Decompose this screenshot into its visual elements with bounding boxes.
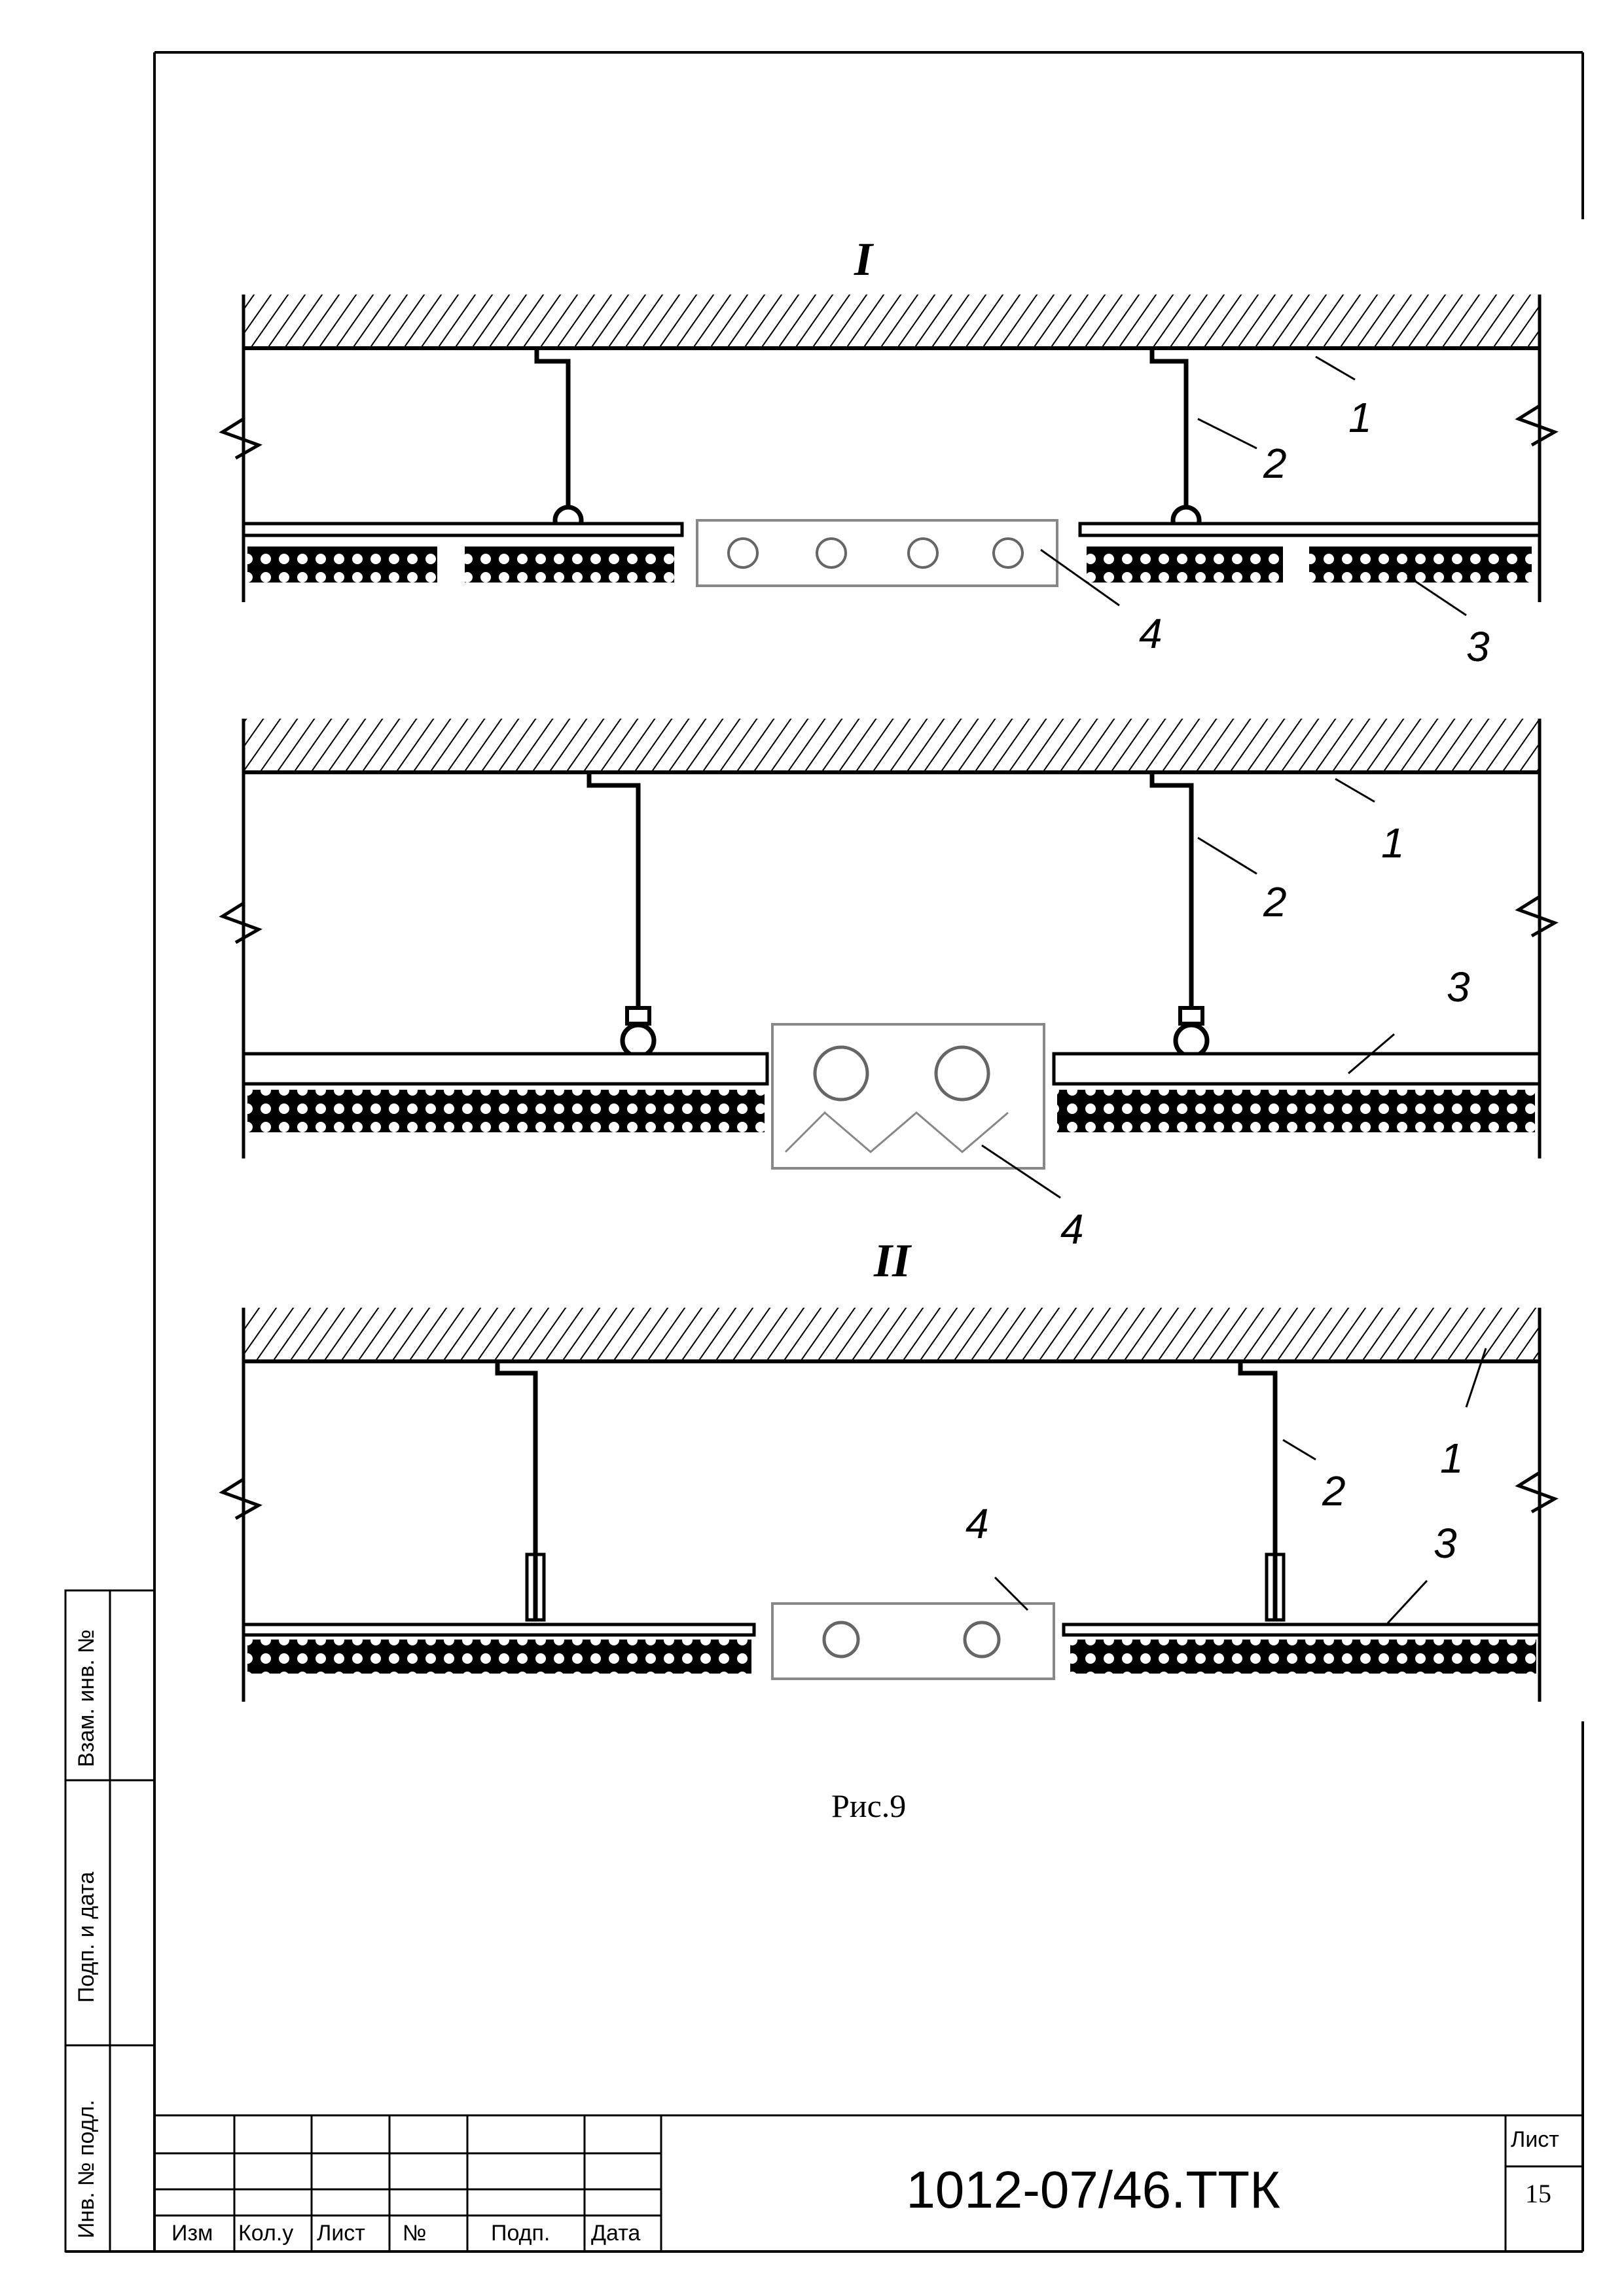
column-izm: Изм (171, 2221, 213, 2246)
callout-2: 2 (1322, 1467, 1346, 1515)
sheet-frame (65, 51, 1584, 2253)
section-label-I: I (854, 233, 875, 285)
panel-3 (219, 1308, 1559, 1702)
break-mark (1515, 895, 1559, 938)
break-mark (1515, 404, 1559, 447)
hanger-rod (534, 348, 571, 507)
callout-3: 3 (1466, 623, 1490, 670)
hanger-rod (1149, 772, 1194, 1008)
carrier-profile (1078, 522, 1542, 537)
panel-1 (219, 295, 1559, 617)
hanger-rod (1149, 348, 1189, 507)
column-signature: Подп. (491, 2221, 550, 2246)
carrier-profile (1062, 1623, 1542, 1637)
break-mark (219, 901, 262, 944)
sheet-label: Лист (1511, 2127, 1559, 2152)
ceiling-slab-3 (244, 1308, 1540, 1360)
callout-4: 4 (1139, 610, 1163, 657)
callout-3: 3 (1434, 1520, 1457, 1567)
callout-3: 3 (1447, 963, 1470, 1011)
side-label-signature-date: Подп. и дата (74, 1871, 99, 2003)
column-kol-uch: Кол.у (238, 2221, 294, 2246)
callout-2: 2 (1263, 440, 1287, 487)
document-code: 1012-07/46.ТТК (906, 2161, 1280, 2219)
column-list: Лист (317, 2221, 365, 2246)
side-label-replacement-inv: Взам. инв. № (74, 1629, 99, 1767)
carrier-profile (242, 522, 684, 537)
hanger-rod (586, 772, 641, 1008)
break-mark (1515, 1471, 1559, 1514)
ceiling-tile (465, 547, 674, 583)
hanger-rod (495, 1361, 538, 1620)
ceiling-tile-row (1070, 1640, 1536, 1674)
column-doc-number: № (403, 2221, 427, 2246)
hanger-rod (1238, 1361, 1278, 1620)
callout-2: 2 (1263, 878, 1287, 925)
luminaire-3 (771, 1602, 1055, 1680)
callout-4: 4 (1060, 1206, 1084, 1253)
carrier-profile (1052, 1052, 1542, 1086)
side-label-original-inv: Инв. № подл. (74, 2100, 99, 2238)
callout-1: 1 (1348, 394, 1372, 441)
break-mark (219, 417, 262, 460)
break-mark (219, 1477, 262, 1520)
carrier-profile (242, 1052, 769, 1086)
column-date: Дата (591, 2221, 641, 2246)
callout-1: 1 (1381, 819, 1405, 867)
sheet-number: 15 (1525, 2179, 1551, 2208)
figure-caption: Рис.9 (831, 1787, 907, 1824)
callout-4: 4 (965, 1500, 989, 1547)
luminaire-1 (696, 519, 1058, 587)
title-block-grid (154, 2114, 1583, 2251)
panel-2 (219, 719, 1559, 1199)
callout-1: 1 (1440, 1435, 1464, 1482)
ceiling-tile-row (247, 1090, 765, 1132)
ceiling-slab-2 (244, 719, 1540, 771)
side-stamp-frame (64, 1589, 156, 2253)
ceiling-tile-row (247, 1640, 751, 1674)
luminaire-2 (771, 1023, 1045, 1170)
ceiling-tile-row (1057, 1090, 1535, 1132)
ceiling-slab-1 (244, 295, 1540, 347)
carrier-profile (242, 1623, 756, 1637)
ceiling-tile (247, 547, 437, 583)
section-label-II: II (873, 1234, 912, 1287)
ceiling-tile (1309, 547, 1532, 583)
ceiling-tile (1087, 547, 1283, 583)
